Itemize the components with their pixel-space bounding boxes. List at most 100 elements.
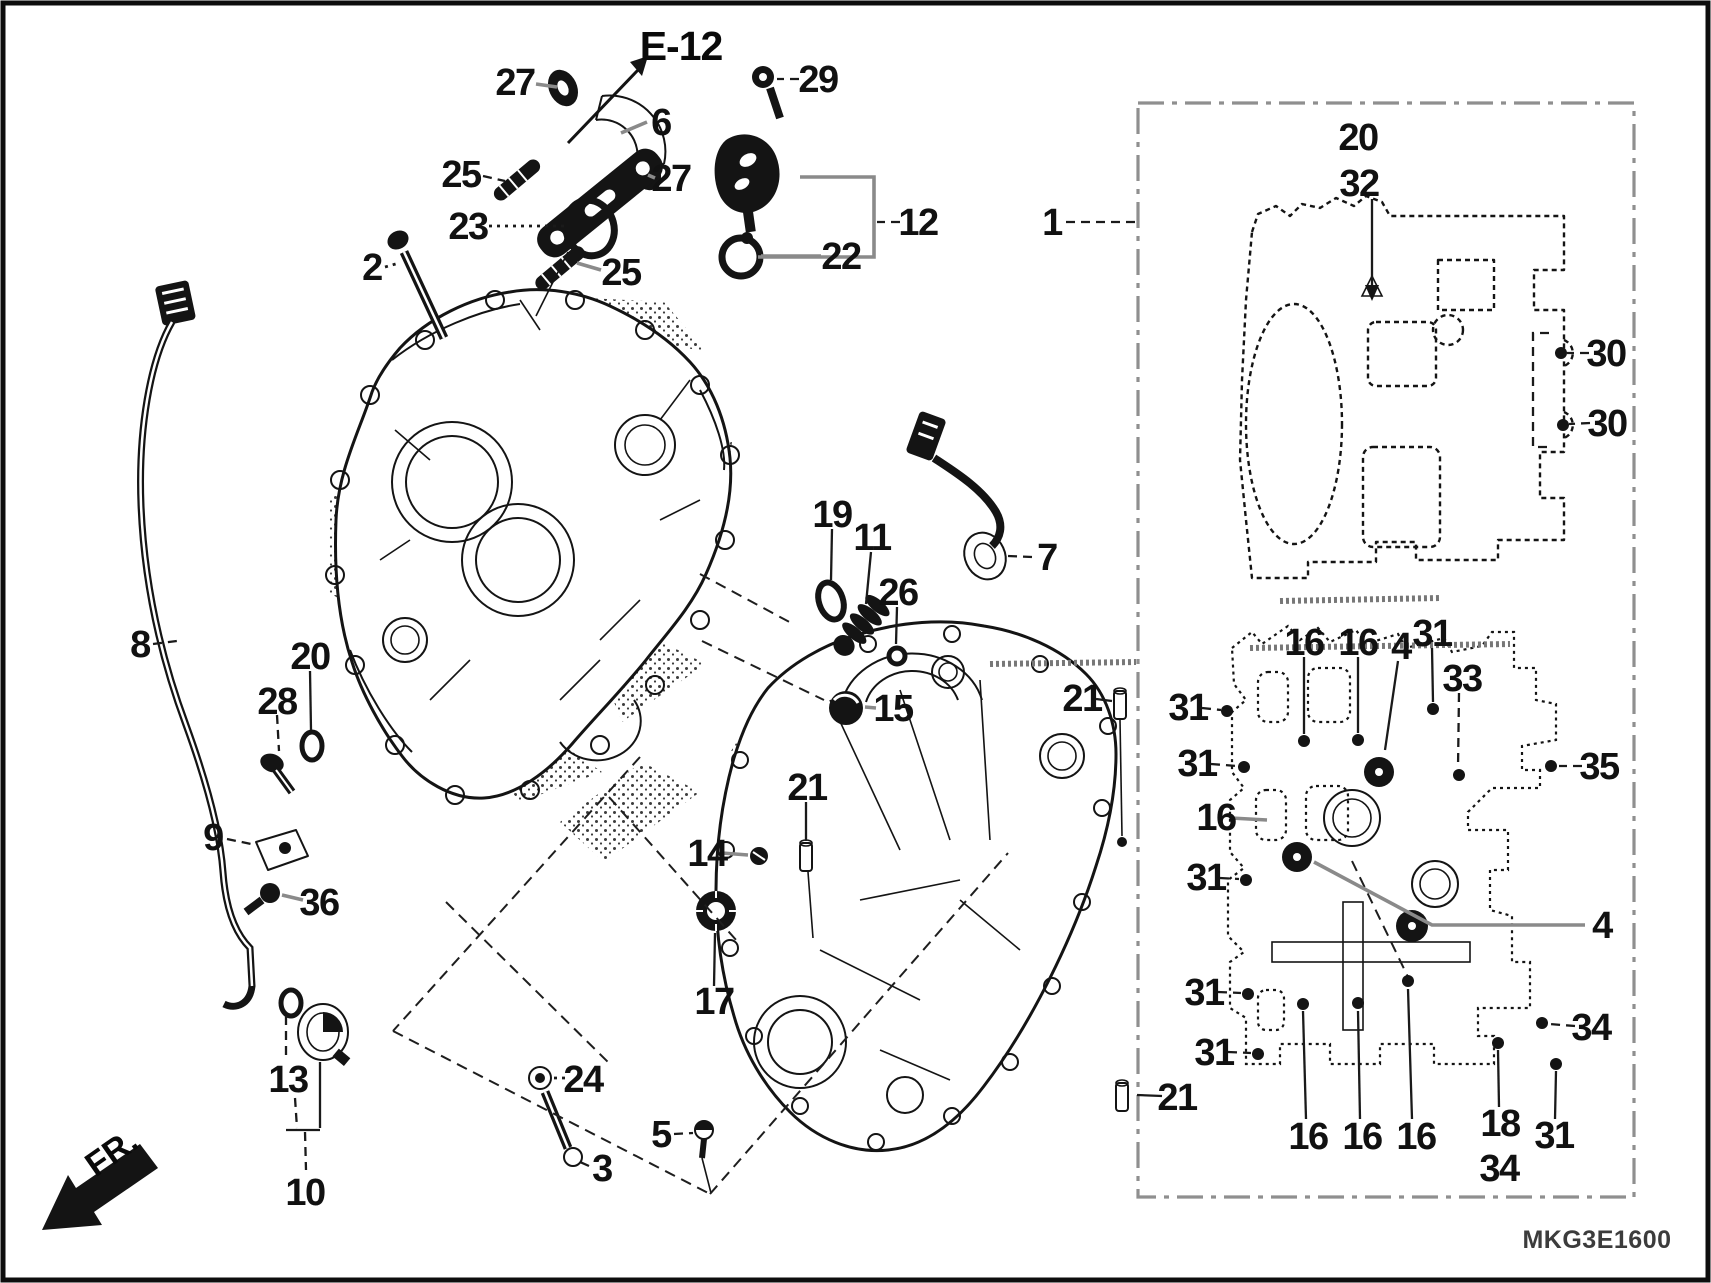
callout-leader-line xyxy=(1136,1093,1163,1098)
part-dowel-21b xyxy=(1113,687,1127,720)
callout-label-16: 16 xyxy=(1396,1116,1436,1158)
callout-leader-line xyxy=(152,639,178,646)
callout-label-4: 4 xyxy=(1592,905,1613,947)
callout-12: 12 xyxy=(877,202,939,244)
callout-label-14: 14 xyxy=(687,833,728,875)
callout-31: 31 xyxy=(1534,1058,1576,1157)
callout-label-8: 8 xyxy=(130,624,150,666)
callout-leader-line xyxy=(1430,647,1435,703)
callout-leader-line xyxy=(535,82,558,89)
e12-reference-label: E-12 xyxy=(640,23,723,69)
wire-harness-drawing xyxy=(137,280,256,1010)
callout-leader-line xyxy=(1230,816,1268,822)
fr-arrow-icon xyxy=(42,1144,158,1230)
part-bolt-36 xyxy=(243,883,280,916)
callout-point-dot xyxy=(1550,1058,1562,1070)
callout-label-18: 18 xyxy=(1480,1103,1520,1145)
callout-point-dot xyxy=(1238,761,1250,773)
callout-leader-line xyxy=(281,893,304,902)
callout-16: 16 xyxy=(1338,622,1379,746)
callout-label-12: 12 xyxy=(898,202,938,244)
part-bolt-5 xyxy=(694,1120,714,1194)
callout-20: 20 xyxy=(290,636,331,731)
callout-31: 31 xyxy=(1168,687,1233,729)
callout-16: 16 xyxy=(1342,997,1383,1158)
callout-13: 13 xyxy=(268,1059,309,1101)
callout-point-dot xyxy=(1545,760,1557,772)
callout-leader-line xyxy=(1496,1049,1501,1108)
callout-label-13: 13 xyxy=(268,1059,308,1101)
callout-label-33: 33 xyxy=(1442,658,1482,700)
callout-label-21: 21 xyxy=(787,767,828,809)
callout-point-dot xyxy=(1242,988,1254,1000)
callout-3: 3 xyxy=(579,1148,614,1190)
callout-leader-line xyxy=(576,261,602,272)
part-bolt-24 xyxy=(528,1066,552,1090)
callout-label-2: 2 xyxy=(362,247,382,289)
upper-gasket-drawing xyxy=(1238,194,1574,604)
callout-27: 27 xyxy=(495,62,558,104)
part-sensor-7 xyxy=(906,411,1007,581)
callout-label-34: 34 xyxy=(1479,1148,1520,1190)
part-bracket-9 xyxy=(255,829,309,871)
part-stud-3 xyxy=(540,1090,583,1167)
callout-24: 24 xyxy=(553,1059,605,1101)
callout-label-16: 16 xyxy=(1284,622,1324,664)
callout-leader-line xyxy=(673,1131,694,1136)
callout-leader-line xyxy=(1219,876,1240,881)
callout-point-dot xyxy=(1536,1017,1548,1029)
callout-31: 31 xyxy=(1186,857,1252,899)
part-washer-20 xyxy=(299,729,325,763)
callout-15: 15 xyxy=(864,688,915,730)
part-switch-13 xyxy=(278,987,351,1066)
callout-16: 16 xyxy=(1288,998,1329,1158)
callout-35: 35 xyxy=(1545,746,1621,788)
callout-leader-line xyxy=(647,173,656,180)
callout-label-4: 4 xyxy=(1391,626,1412,668)
callout-point-dot xyxy=(1492,1037,1504,1049)
callout-point-dot xyxy=(1297,998,1309,1010)
callout-33: 33 xyxy=(1442,658,1483,781)
callout-label-31: 31 xyxy=(1194,1032,1235,1074)
callout-label-28: 28 xyxy=(257,681,297,723)
callout-label-31: 31 xyxy=(1184,972,1225,1014)
callout-leader-line xyxy=(1210,762,1238,768)
callout-label-34: 34 xyxy=(1571,1007,1612,1049)
callout-20: 20 xyxy=(1338,117,1379,159)
part-oring-23 xyxy=(562,196,618,260)
callout-point-dot xyxy=(1427,703,1439,715)
callout-16: 16 xyxy=(1284,622,1325,747)
callout-14: 14 xyxy=(687,833,749,875)
callout-leader-line xyxy=(829,528,834,581)
callout-label-27: 27 xyxy=(651,158,691,200)
callout-34: 34 xyxy=(1536,1007,1613,1049)
callout-31: 31 xyxy=(1194,1032,1264,1074)
callout-label-20: 20 xyxy=(290,636,330,678)
callout-26: 26 xyxy=(878,572,919,645)
callout-leader-line xyxy=(721,851,749,857)
callout-19: 19 xyxy=(812,494,853,581)
callout-11: 11 xyxy=(853,517,893,605)
part-grommet-27a xyxy=(547,69,579,107)
callout-label-17: 17 xyxy=(694,981,734,1023)
callout-leader-line xyxy=(1301,1010,1308,1120)
callout-leader-line xyxy=(226,837,257,847)
small-parts xyxy=(243,66,1129,1194)
callout-31: 31 xyxy=(1177,743,1250,785)
callout-leader-line xyxy=(1553,1070,1558,1120)
callout-label-21: 21 xyxy=(1157,1077,1198,1119)
callout-leader-line xyxy=(894,606,899,645)
callout-23: 23 xyxy=(448,206,564,248)
callout-leader-line xyxy=(1406,988,1414,1120)
callout-point-dot xyxy=(1352,734,1364,746)
callout-leader-line xyxy=(1095,697,1113,703)
callout-point-dot xyxy=(1252,1048,1264,1060)
callout-label-22: 22 xyxy=(821,236,861,278)
callout-label-26: 26 xyxy=(878,572,918,614)
part-dowel-21c xyxy=(1115,1079,1129,1112)
callout-21: 21 xyxy=(1062,678,1113,720)
callout-label-30: 30 xyxy=(1587,403,1627,445)
callout-label-31: 31 xyxy=(1534,1115,1575,1157)
